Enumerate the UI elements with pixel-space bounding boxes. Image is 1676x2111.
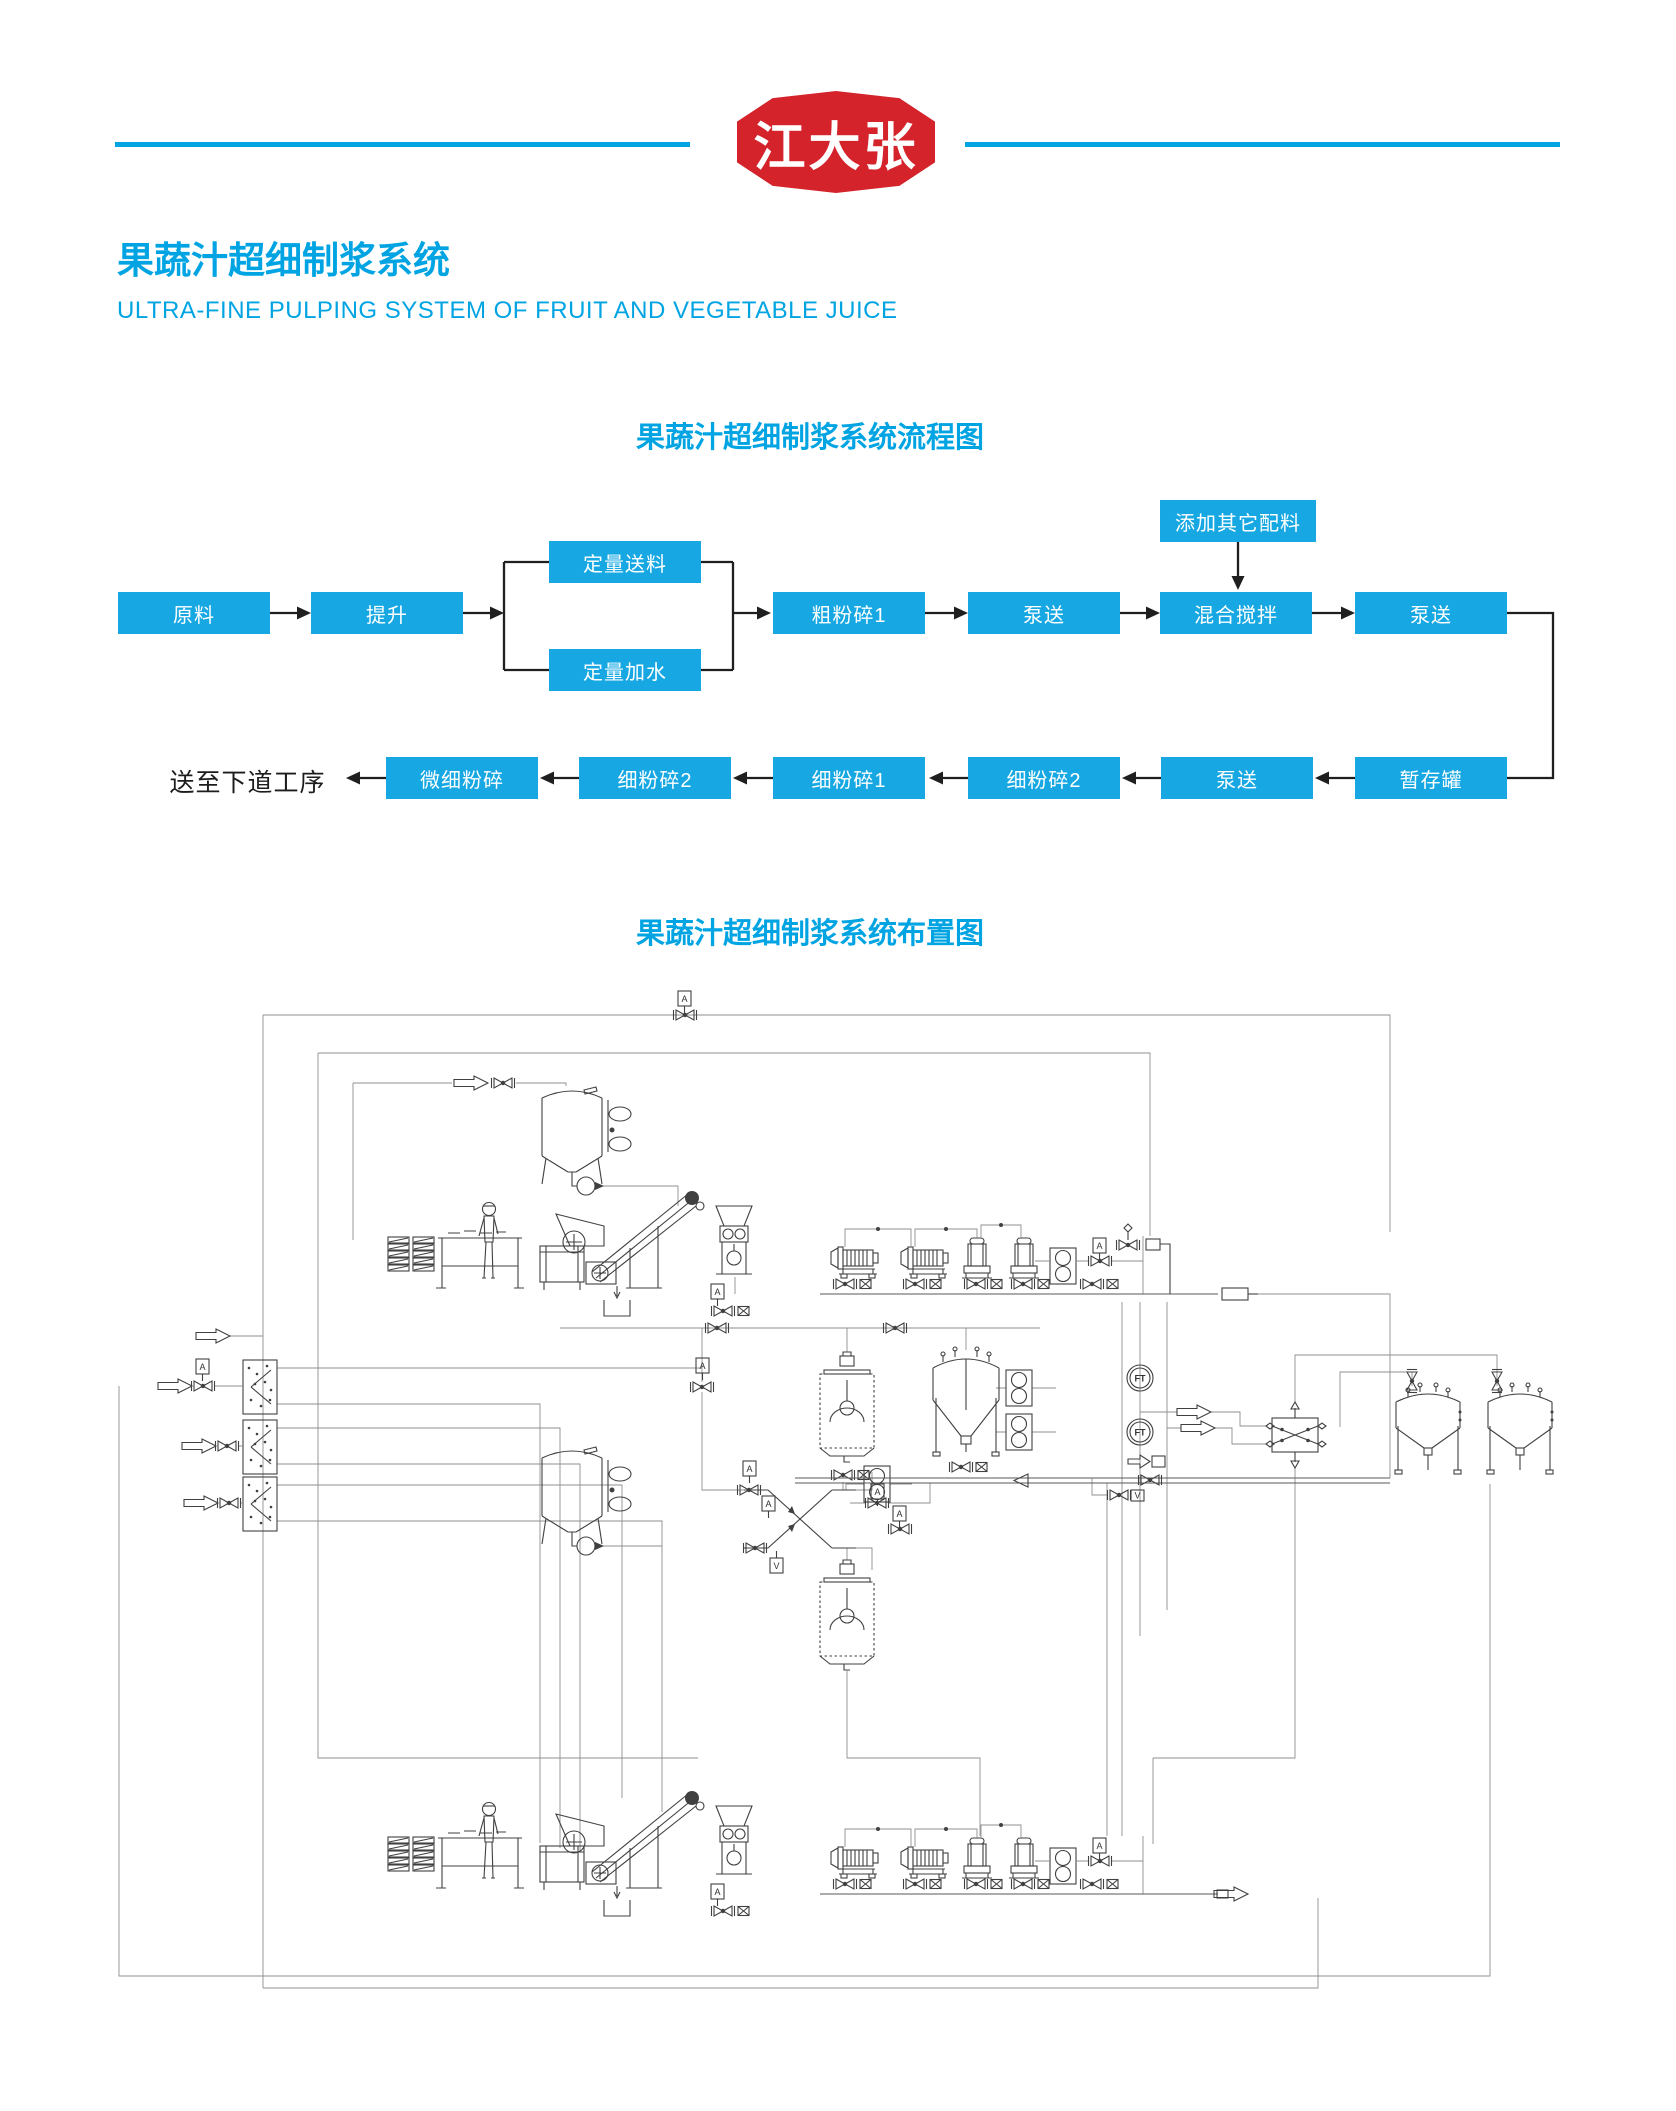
prep-line-top [388,1191,752,1316]
jacketed-tank-2 [819,1559,875,1671]
svg-text:V: V [1134,1491,1140,1501]
flow-box-pump-1: 泵送 [968,592,1120,634]
flow-box-pump-2: 泵送 [1355,592,1507,634]
mill-row-top [820,1223,1218,1294]
screen-column [157,1328,278,1532]
flow-box-additives: 添加其它配料 [1160,500,1316,542]
manifold-station [1265,1400,1327,1470]
pressure-regulator [1115,1223,1171,1294]
flow-box-coarse-crush-1: 粗粉碎1 [773,592,925,634]
diverter-x [736,1460,856,1574]
flow-box-dosing-feed: 定量送料 [549,541,701,583]
header-rule-right [965,142,1560,147]
layout-diagram: V [118,990,1555,1989]
jacketed-tank-1 [819,1351,875,1463]
flow-box-raw-material: 原料 [118,592,270,634]
buffer-tank-1 [1394,1382,1463,1475]
flowchart-output-label: 送至下道工序 [169,769,326,797]
storage-tank-b [541,1446,632,1556]
flow-box-dosing-water: 定量加水 [549,649,701,691]
line-tag-right [1127,1453,1166,1470]
flow-box-fine-crush-2b: 细粉碎2 [579,757,731,799]
flow-box-fine-crush-1: 细粉碎1 [773,757,925,799]
flow-box-mix-stir: 混合搅拌 [1160,592,1312,634]
mixing-tank [932,1346,1000,1457]
mill-row-bottom [820,1823,1218,1894]
brand-logo-text: 江大张 [753,118,919,177]
flag-v-right: V [1130,1489,1145,1502]
flow-box-lifting: 提升 [311,592,463,634]
brand-logo-badge: 江大张 [737,91,935,193]
flowchart-connectors [270,542,1555,785]
prep-line-bottom [388,1791,752,1916]
flow-box-micro-crush: 微细粉碎 [386,757,538,799]
buffer-tank-2 [1486,1382,1555,1475]
storage-tank-a [541,1086,632,1196]
flow-box-fine-crush-2a: 细粉碎2 [968,757,1120,799]
line-tag-top [1221,1287,1258,1301]
flow-box-holding-tank: 暂存罐 [1355,757,1507,799]
layout-diagram-title: 果蔬汁超细制浆系统布置图 [635,918,984,950]
header-rule-left [115,142,690,147]
routing-lines [118,1014,1498,1989]
transfer-pipeline [795,1473,1390,1488]
page-subtitle: ULTRA-FINE PULPING SYSTEM OF FRUIT AND V… [117,297,898,324]
page-title: 果蔬汁超细制浆系统 [117,240,450,281]
flowchart-title: 果蔬汁超细制浆系统流程图 [635,422,984,454]
exit-arrow-bottom [1212,1886,1249,1902]
flow-box-pump-3: 泵送 [1161,757,1313,799]
